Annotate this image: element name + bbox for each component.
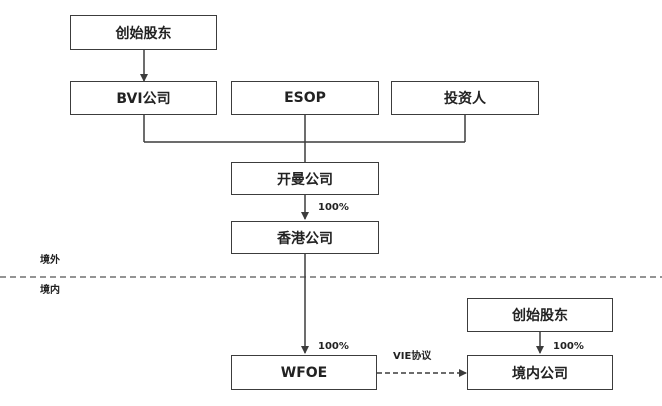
wfoe-box: WFOE xyxy=(231,355,377,390)
cayman-to-hk-ownership-label: 100% xyxy=(318,202,349,213)
vie-agreement-label: VIE协议 xyxy=(393,351,432,362)
investors-box: 投资人 xyxy=(391,81,539,115)
offshore-label: 境外 xyxy=(40,255,60,266)
hongkong-company-box: 香港公司 xyxy=(231,221,379,254)
founders-box-top: 创始股东 xyxy=(70,15,217,50)
founders-box-bottom: 创始股东 xyxy=(467,298,613,332)
onshore-label: 境内 xyxy=(40,285,60,296)
bvi-company-box: BVI公司 xyxy=(70,81,217,115)
esop-box: ESOP xyxy=(231,81,379,115)
hk-to-wfoe-ownership-label: 100% xyxy=(318,341,349,352)
founders-to-domestic-ownership-label: 100% xyxy=(553,341,584,352)
cayman-company-box: 开曼公司 xyxy=(231,162,379,195)
domestic-company-box: 境内公司 xyxy=(467,355,613,390)
